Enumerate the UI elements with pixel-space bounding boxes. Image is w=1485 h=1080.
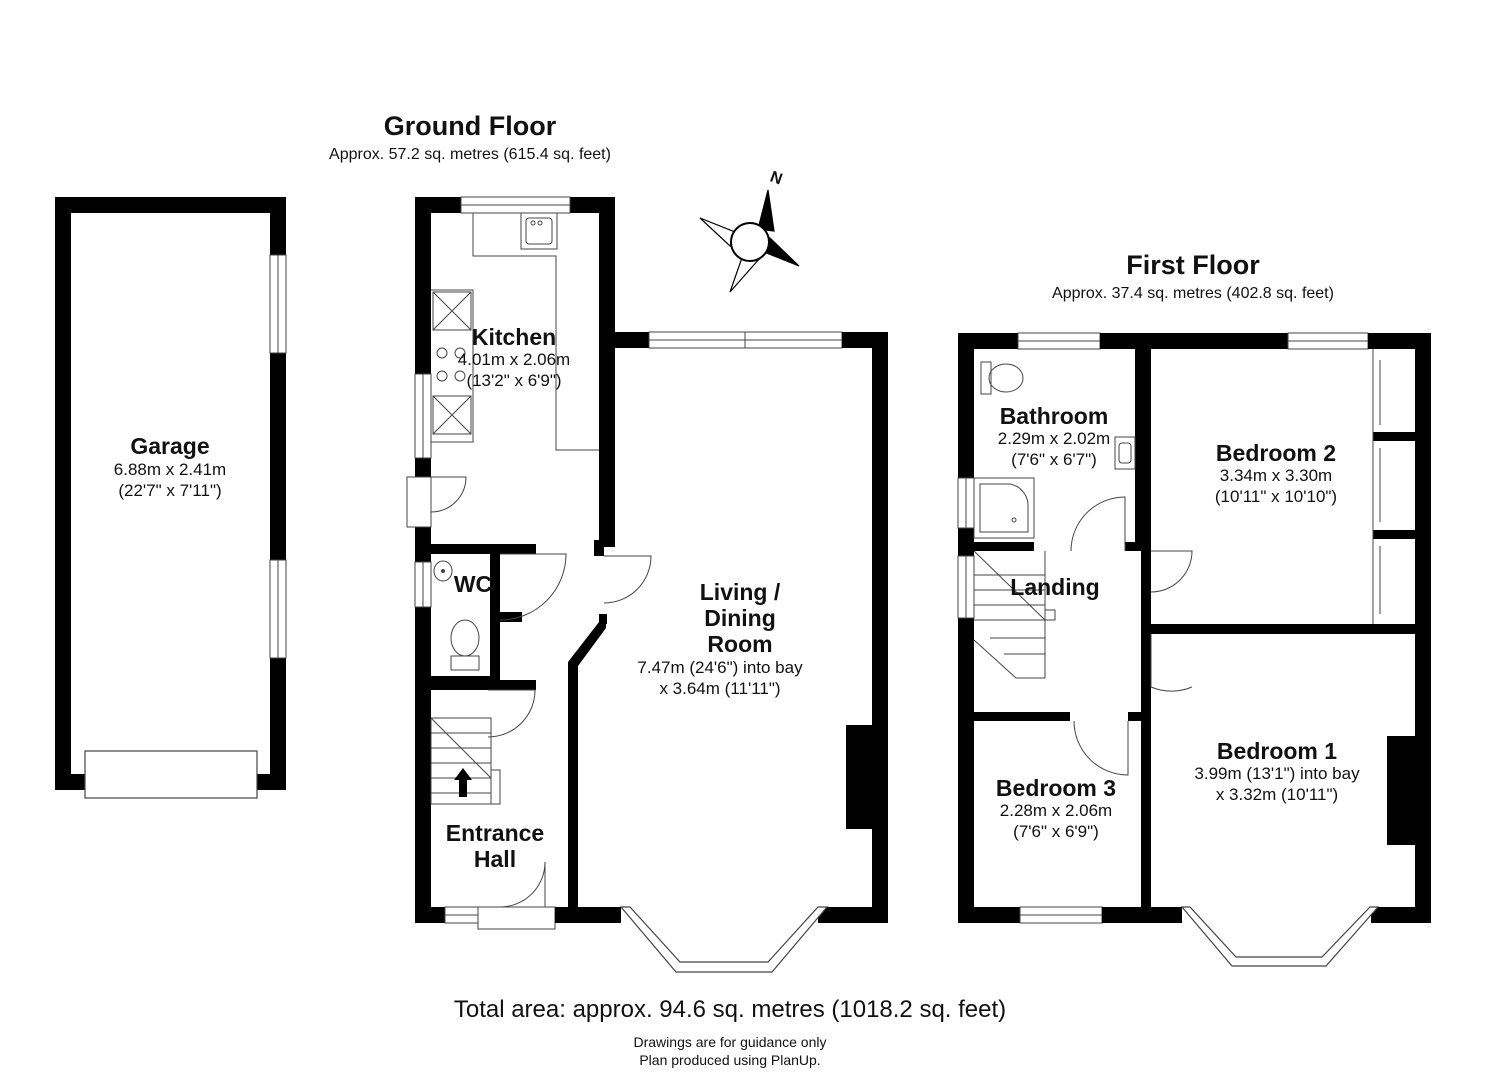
bedroom1-wall-left <box>1141 634 1151 923</box>
bedroom3-dimensions-metric: 2.28m x 2.06m <box>999 801 1113 820</box>
bedroom2-wall-left <box>1141 349 1151 634</box>
wc-name: WC <box>453 571 493 597</box>
ff-wall-top-middle <box>1100 333 1288 349</box>
living-room-name-line2: Dining <box>704 605 776 631</box>
bedroom2-wall-bottom <box>1141 624 1415 634</box>
bathroom-wall-bottom-left <box>974 542 1034 551</box>
landing-name: Landing <box>1010 574 1100 600</box>
living-wall-right <box>872 332 888 923</box>
living-wall-bottom-left <box>555 907 621 923</box>
kitchen-units-icon <box>431 212 599 451</box>
ff-wall-right <box>1415 333 1431 923</box>
bathroom-dimensions-imperial: (7'6" x 6'7") <box>1011 450 1097 469</box>
kitchen-dimensions-imperial: (13'2" x 6'9") <box>466 371 562 390</box>
garage-wall-bottom-right <box>257 774 286 790</box>
wardrobe-divider-1 <box>1373 432 1415 441</box>
wc-toilet-icon <box>450 655 480 671</box>
garage-name: Garage <box>130 433 210 459</box>
living-wall-left-stub <box>599 614 607 624</box>
bedroom3-wall-top-right <box>1128 712 1146 721</box>
bedroom2-name: Bedroom 2 <box>1215 440 1337 466</box>
bedroom1-bay-window <box>1180 906 1380 967</box>
wc-wall-right <box>490 554 500 689</box>
bathroom-name: Bathroom <box>999 403 1109 429</box>
garage-plan <box>55 197 287 799</box>
bedroom1-name: Bedroom 1 <box>1216 738 1338 764</box>
bathroom-fittings-icon <box>973 361 1136 539</box>
bathroom-dimensions-metric: 2.29m x 2.02m <box>997 429 1111 448</box>
total-area: Total area: approx. 94.6 sq. metres (101… <box>453 996 1007 1023</box>
ground-floor-plan <box>406 196 888 973</box>
ff-wall-bottom-left <box>958 907 1020 923</box>
living-bay-window <box>619 906 829 973</box>
ff-wall-bottom-right <box>1371 907 1431 923</box>
kitchen-wall-right-lower <box>594 540 604 556</box>
kitchen-dimensions-metric: 4.01m x 2.06m <box>457 350 571 369</box>
disclaimer-note: Drawings are for guidance only <box>633 1034 827 1050</box>
wc-wall-top <box>431 544 536 554</box>
first-floor-title: First Floor <box>1126 250 1260 280</box>
bedroom1-dimensions-line1: 3.99m (13'1") into bay <box>1194 764 1360 783</box>
hall-wall-stair-top <box>431 680 536 690</box>
living-wall-left-angled <box>568 620 606 923</box>
living-room-dimensions-line2: x 3.64m (11'11") <box>659 679 781 698</box>
bedroom2-wardrobe-icon <box>1372 349 1381 624</box>
wc-wall-stub <box>500 612 522 622</box>
ff-wall-bottom-middle <box>1102 907 1182 923</box>
entrance-hall-name-line1: Entrance <box>445 820 545 846</box>
ground-floor-title: Ground Floor <box>383 111 557 141</box>
garage-dimensions-metric: 6.88m x 2.41m <box>113 460 227 479</box>
garage-door <box>84 750 258 799</box>
bedroom2-dimensions-imperial: (10'11" x 10'10") <box>1214 487 1338 506</box>
kitchen-wall-right <box>599 197 615 547</box>
compass-icon <box>699 189 800 293</box>
garage-wall-top <box>55 197 286 213</box>
kitchen-name: Kitchen <box>471 324 557 350</box>
bedroom3-dimensions-imperial: (7'6" x 6'9") <box>1013 822 1099 841</box>
first-floor-stairs-icon <box>973 550 1056 679</box>
garage-dimensions-imperial: (22'7" x 7'11") <box>118 481 222 500</box>
living-room-name-line1: Living / <box>699 579 781 605</box>
kitchen-back-door <box>406 476 432 528</box>
living-chimney-breast <box>846 725 872 829</box>
bathroom-wall-bottom-right <box>1125 542 1145 551</box>
wardrobe-divider-2 <box>1373 530 1415 539</box>
bathroom-wall-right <box>1135 349 1145 549</box>
garage-wall-bottom-left <box>55 774 85 790</box>
first-floor-area: Approx. 37.4 sq. metres (402.8 sq. feet) <box>1052 285 1334 302</box>
ground-floor-area: Approx. 57.2 sq. metres (615.4 sq. feet) <box>329 146 611 163</box>
stairs-up-arrow-icon <box>454 768 472 797</box>
bedroom3-name: Bedroom 3 <box>995 775 1117 801</box>
software-credit: Plan produced using PlanUp. <box>639 1052 821 1068</box>
hall-wall-bottom-left <box>415 907 445 923</box>
living-room-name-line3: Room <box>707 631 773 657</box>
front-door <box>477 906 556 930</box>
bedroom1-dimensions-line2: x 3.32m (10'11") <box>1215 785 1339 804</box>
hall-wall-left <box>415 197 431 923</box>
living-wall-top-left <box>599 332 649 348</box>
bedroom3-wall-top-left <box>974 712 1070 721</box>
garage-wall-left <box>55 197 71 790</box>
entrance-hall-name-line2: Hall <box>473 846 517 872</box>
living-room-dimensions-line1: 7.47m (24'6") into bay <box>637 658 803 677</box>
bedroom2-dimensions-metric: 3.34m x 3.30m <box>1219 466 1333 485</box>
living-wall-bottom-right <box>818 907 888 923</box>
bedroom1-chimney-breast <box>1387 736 1415 845</box>
first-floor-plan <box>957 332 1431 967</box>
